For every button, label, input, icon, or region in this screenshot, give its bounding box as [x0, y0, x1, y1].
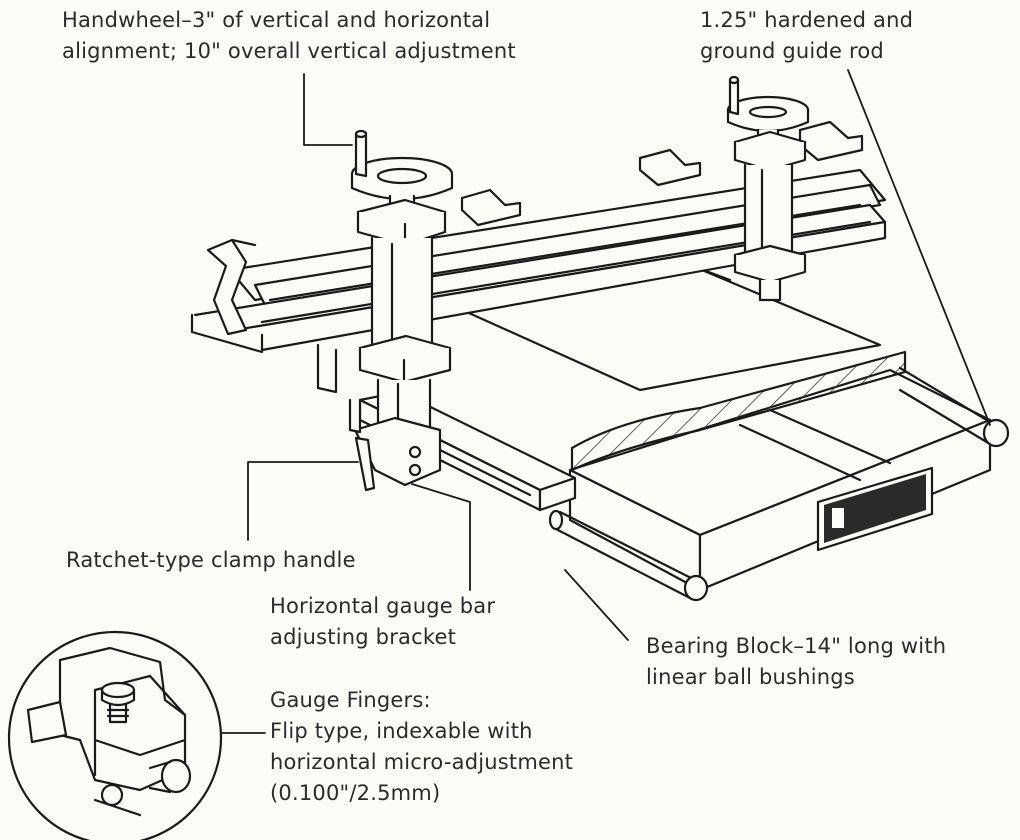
callout-fingers-line3: horizontal micro-adjustment [270, 750, 574, 774]
callout-guide-rod-line1: 1.25" hardened and [700, 8, 914, 32]
lower-guide-rod [548, 509, 709, 602]
rail-stop-left [460, 188, 522, 227]
rail-stop-middle [638, 148, 702, 187]
leader-gauge-bar [411, 483, 471, 591]
callout-fingers-line2: Flip type, indexable with [270, 719, 533, 743]
callout-bearing-line2: linear ball bushings [646, 665, 855, 689]
leader-handwheel [303, 73, 353, 146]
leader-guide-rod [847, 69, 991, 426]
left-post [316, 129, 454, 487]
callout-gauge-bar-line1: Horizontal gauge bar [270, 594, 496, 618]
right-post [726, 75, 810, 302]
gauge-finger-inset [7, 630, 223, 840]
rail-stop-right [798, 120, 864, 162]
callout-gauge-bar-bracket: Horizontal gauge bar adjusting bracket [270, 591, 495, 653]
leader-lines [219, 69, 991, 734]
callout-bearing-block: Bearing Block–14" long with linear ball … [646, 631, 946, 693]
brand-nameplate [816, 466, 934, 552]
leader-bearing [564, 569, 629, 641]
callout-handwheel-line1: Handwheel–3" of vertical and horizontal [62, 8, 491, 32]
callout-ratchet-line1: Ratchet-type clamp handle [66, 548, 356, 572]
callout-guide-rod: 1.25" hardened and ground guide rod [700, 5, 913, 67]
callout-fingers-line4: (0.100"/2.5mm) [270, 781, 441, 805]
callout-handwheel-line2: alignment; 10" overall vertical adjustme… [62, 39, 516, 63]
callout-ratchet-clamp: Ratchet-type clamp handle [66, 545, 356, 576]
leader-ratchet [247, 461, 359, 541]
callout-fingers-line1: Gauge Fingers: [270, 688, 431, 712]
callout-gauge-bar-line2: adjusting bracket [270, 625, 457, 649]
callout-bearing-line1: Bearing Block–14" long with [646, 634, 947, 658]
ratchet-clamp-handle [354, 436, 376, 492]
callout-guide-rod-line2: ground guide rod [700, 39, 884, 63]
guide-rod [898, 366, 1010, 448]
callout-gauge-fingers: Gauge Fingers: Flip type, indexable with… [270, 685, 573, 809]
callout-handwheel: Handwheel–3" of vertical and horizontal … [62, 5, 516, 67]
